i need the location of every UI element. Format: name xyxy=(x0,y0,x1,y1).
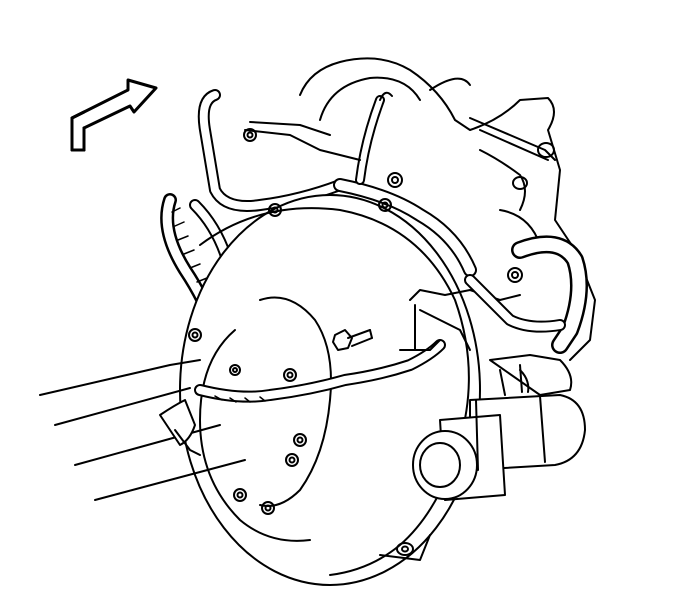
transmission-tail xyxy=(39,359,246,501)
upper-wiring-harness xyxy=(197,89,477,277)
mounting-bolts xyxy=(188,128,523,515)
bolt-icon xyxy=(332,329,373,351)
coolant-hose xyxy=(464,235,588,354)
transmission-harness xyxy=(194,289,521,403)
engine-block xyxy=(299,57,596,361)
direction-arrow-icon xyxy=(70,78,158,152)
starter-motor xyxy=(412,354,586,501)
